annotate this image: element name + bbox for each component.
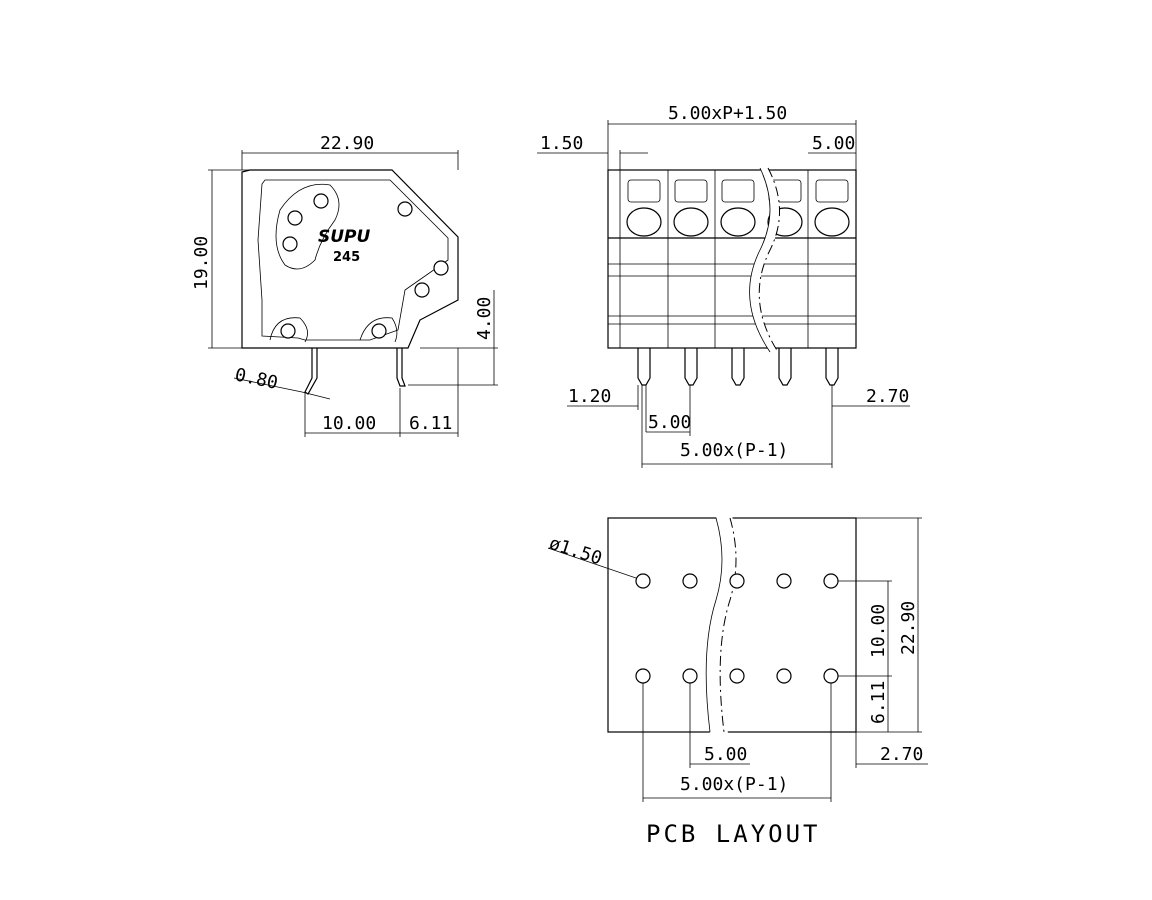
pcb-hole (682, 573, 698, 589)
logo-outline (275, 183, 340, 270)
pcb-hole (823, 573, 839, 589)
dim-pitch-top: 5.00 (812, 133, 855, 154)
side-pin-front (304, 348, 318, 395)
side-slot (359, 317, 398, 343)
pcb-hole (682, 668, 698, 684)
dim-left-offset: 1.50 (540, 133, 583, 154)
dim-pitch: 5.00 (704, 744, 747, 765)
side-hole (371, 323, 387, 339)
pcb-hole (776, 573, 792, 589)
front-openings (626, 179, 850, 237)
dim-pin-width: 0.80 (233, 364, 280, 394)
side-hole (313, 193, 329, 209)
dim-depth: 22.90 (898, 601, 919, 655)
pcb-hole (635, 573, 651, 589)
side-hole (433, 260, 449, 276)
side-view: SUPU 245 22.90 19.00 4.00 0.80 10.00 6.1… (191, 133, 498, 437)
pcb-hole (776, 668, 792, 684)
dim-rear-offset: 6.11 (409, 413, 452, 434)
dim-pin-dia: 1.20 (568, 386, 611, 407)
logo-brand: SUPU (318, 227, 371, 247)
dim-pin-height: 4.00 (474, 297, 495, 340)
front-view: 5.00xP+1.50 1.50 5.00 1.20 5.00 2.70 5.0… (537, 103, 910, 468)
side-hole (414, 282, 430, 298)
dim-edge-offset: 6.11 (868, 681, 889, 724)
side-pin-rear (396, 348, 406, 387)
side-body-outline (241, 169, 459, 349)
dim-hole-dia: ø1.50 (546, 533, 604, 570)
pcb-layout: ø1.50 10.00 6.11 22.90 5.00 2.70 5.00x(P… (546, 516, 928, 848)
dim-pcb-span: 5.00x(P-1) (680, 774, 788, 795)
front-pins (637, 348, 839, 386)
side-hole (287, 210, 303, 226)
dim-right-offset: 2.70 (866, 386, 909, 407)
dim-pcb-right-offset: 2.70 (880, 744, 923, 765)
side-slot (269, 317, 308, 343)
logo-model: 245 (333, 250, 360, 265)
front-body (607, 169, 857, 349)
dim-pin-span: 5.00x(P-1) (680, 440, 788, 461)
side-hole (280, 323, 296, 339)
pcb-hole (729, 668, 745, 684)
dim-side-width: 22.90 (320, 133, 374, 154)
dim-side-height: 19.00 (191, 236, 212, 290)
pcb-hole (729, 573, 745, 589)
dim-row-spacing: 10.00 (868, 604, 889, 658)
side-hole (282, 236, 298, 252)
dim-pin-spacing: 10.00 (322, 413, 376, 434)
pcb-hole (823, 668, 839, 684)
dim-pitch-bottom: 5.00 (648, 412, 691, 433)
dim-overall-width: 5.00xP+1.50 (668, 103, 787, 124)
side-hole (397, 201, 413, 217)
side-body-inner (257, 179, 449, 341)
pcb-layout-caption: PCB LAYOUT (646, 820, 821, 848)
pcb-hole (635, 668, 651, 684)
